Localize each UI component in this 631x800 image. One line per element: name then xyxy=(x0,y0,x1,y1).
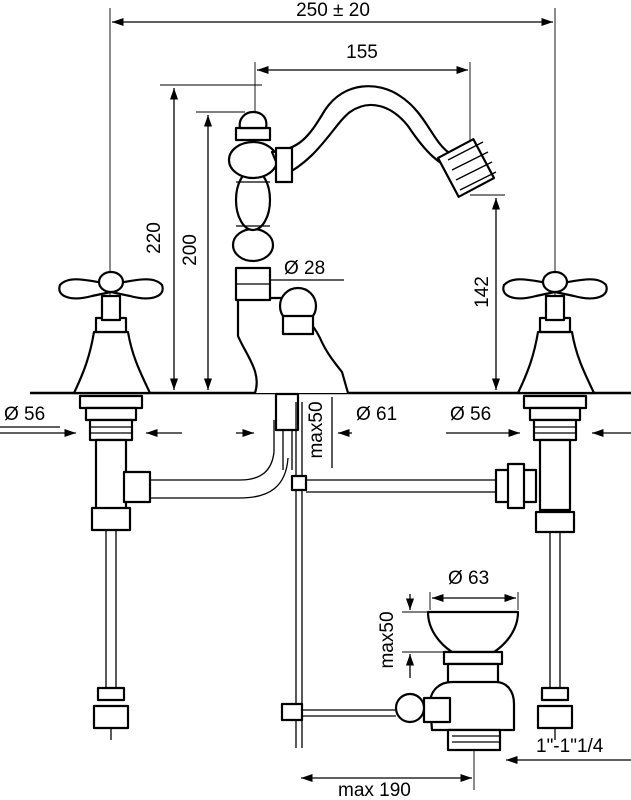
overall-width-dimension: 250 ± 20 xyxy=(109,0,556,300)
left-flange-dimension: Ø 56 xyxy=(0,404,182,438)
drain-max-label: max50 xyxy=(377,611,398,668)
drain-diameter-label: Ø 63 xyxy=(448,568,489,589)
deck-max-dimension: max50 xyxy=(306,397,333,468)
right-flange-label: Ø 56 xyxy=(450,404,491,425)
left-underdeck-valve xyxy=(78,394,144,740)
right-flange-dimension: Ø 56 xyxy=(446,404,631,438)
drain-max-dimension: max50 xyxy=(377,594,444,678)
spout-aerator xyxy=(436,138,497,198)
right-underdeck-valve xyxy=(522,394,588,740)
center-flange-label: Ø 61 xyxy=(356,404,397,425)
spout-height-label: 142 xyxy=(472,276,493,308)
pop-up-reach-label: max 190 xyxy=(338,780,411,800)
spout-reach-label: 155 xyxy=(346,42,378,63)
height-220-dimension: 220 xyxy=(144,84,262,390)
mixer-body xyxy=(227,85,497,394)
knob-diameter-label: Ø 28 xyxy=(284,258,325,279)
supply-pipes xyxy=(122,420,538,510)
pop-up-reach-dimension: max 190 xyxy=(301,750,475,800)
thread-size-dimension: 1"-1"1/4 xyxy=(506,736,631,765)
height-200-label: 200 xyxy=(180,234,201,266)
left-flange-label: Ø 56 xyxy=(4,404,45,425)
height-200-dimension: 200 xyxy=(180,111,245,390)
spout-height-dimension: 142 xyxy=(470,194,505,390)
deck-max-label: max50 xyxy=(306,401,327,458)
drain-diameter-dimension: Ø 63 xyxy=(429,568,519,610)
thread-size-label: 1"-1"1/4 xyxy=(536,736,604,757)
spout-reach-dimension: 155 xyxy=(254,42,471,160)
center-shank xyxy=(274,392,308,748)
left-cross-handle xyxy=(58,270,164,395)
overall-width-label: 250 ± 20 xyxy=(296,0,370,21)
center-flange-dimension: Ø 61 xyxy=(236,404,397,438)
right-cross-handle xyxy=(502,270,608,395)
height-220-label: 220 xyxy=(144,222,165,254)
pop-up-drain xyxy=(280,610,520,752)
